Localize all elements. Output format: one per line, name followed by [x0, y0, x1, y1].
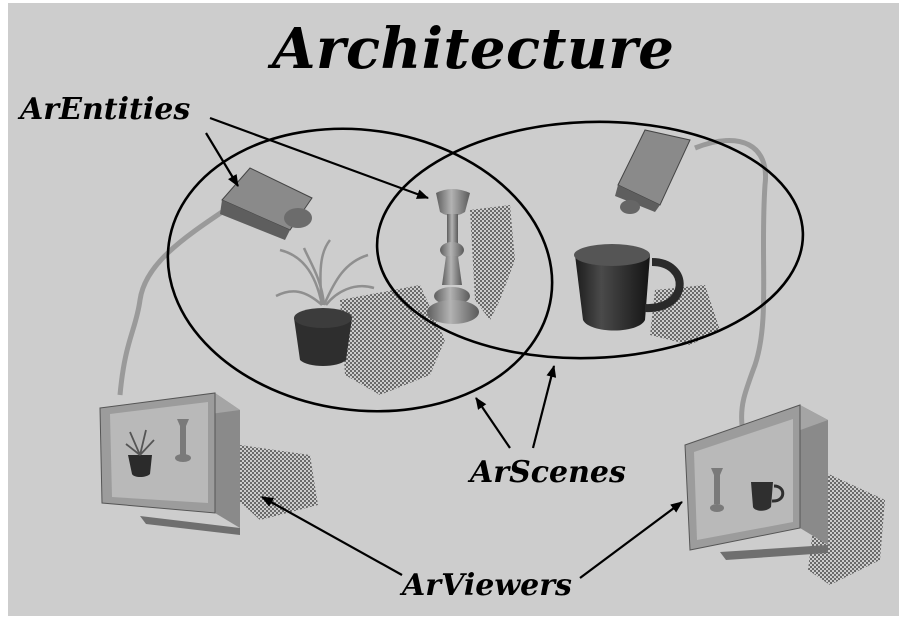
arrow-scenes-to-left-ellipse [475, 397, 511, 449]
right-monitor-candlestick-icon [710, 468, 724, 512]
candlestick [427, 189, 479, 324]
label-ar-viewers: ArViewers [402, 568, 572, 603]
label-ar-entities: ArEntities [20, 92, 191, 127]
arrow-entities-to-candlestick [209, 116, 429, 200]
right-tracker-cable [694, 138, 769, 426]
label-ar-scenes: ArScenes [470, 455, 626, 490]
left-tracker-device [220, 167, 313, 240]
left-monitor-plant-icon [125, 429, 155, 477]
right-monitor [684, 404, 885, 585]
scene-ellipse-left [166, 127, 554, 413]
left-tracker-cable [117, 205, 230, 396]
arrow-entities-to-left-tracker [205, 132, 239, 187]
plant-shadow [340, 285, 445, 395]
left-monitor-shadow [238, 445, 318, 520]
diagram-title: Architecture [272, 16, 675, 82]
right-tracker-device [615, 129, 691, 214]
arrow-viewers-to-left-monitor [261, 496, 403, 576]
arrow-viewers-to-right-monitor [579, 501, 683, 579]
arrow-scenes-to-right-ellipse [531, 365, 557, 449]
mug [574, 244, 684, 331]
left-monitor [99, 392, 318, 535]
left-monitor-candlestick-icon [175, 419, 191, 462]
potted-plant [275, 239, 375, 366]
right-monitor-mug-icon [751, 482, 785, 511]
candlestick-shadow [470, 205, 515, 320]
scene-ellipse-right [375, 120, 805, 360]
